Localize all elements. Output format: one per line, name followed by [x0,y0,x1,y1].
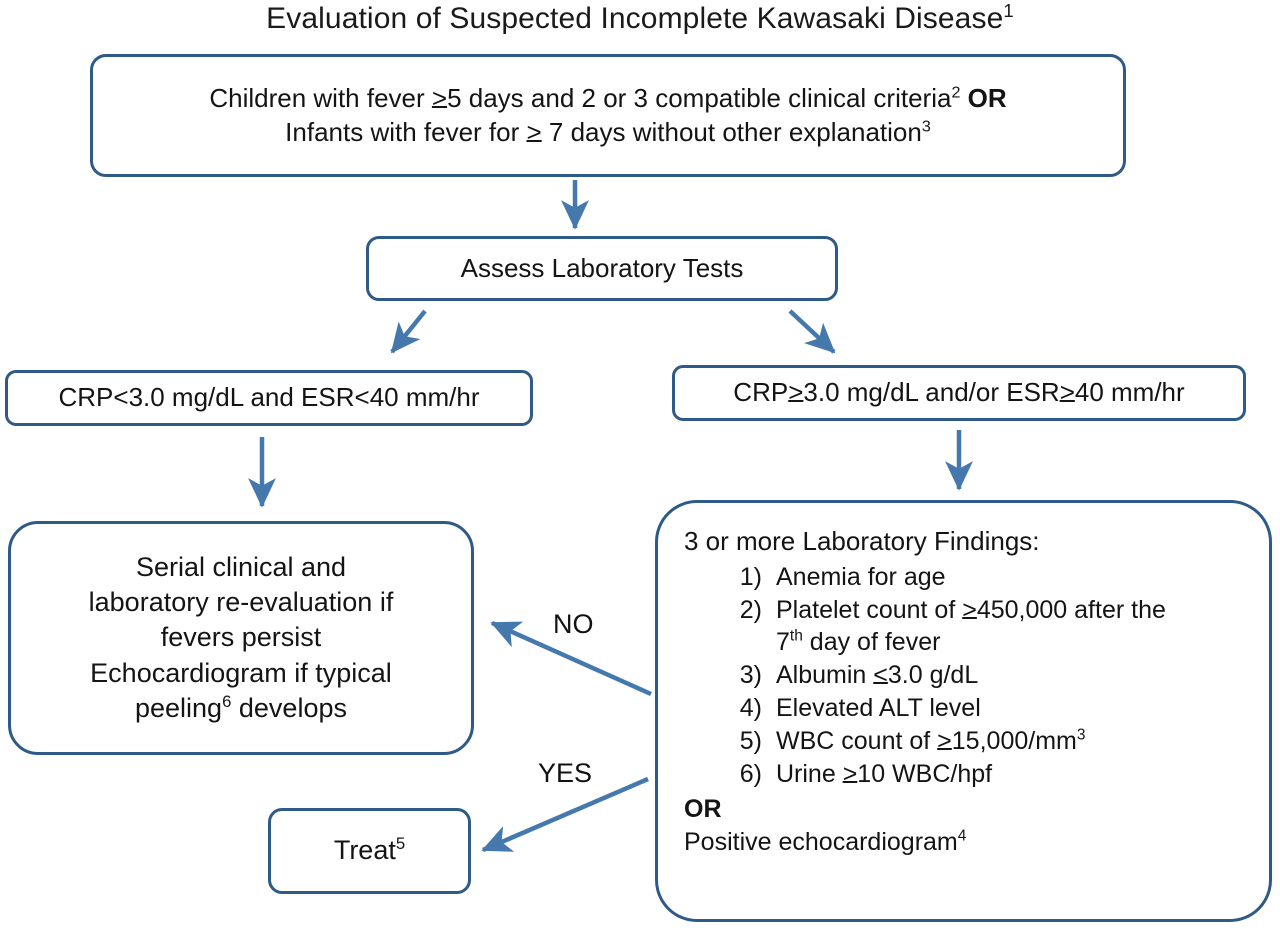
footnote-marker: 2 [951,83,961,102]
list-item-text: WBC count of [776,726,938,755]
list-item: 5) WBC count of >15,000/mm3 [718,725,1251,757]
serial-line-3: fevers persist [160,622,322,653]
edge-label-yes: YES [538,758,593,788]
serial-line-5: peeling6 develops [89,691,394,726]
page-title: Evaluation of Suspected Incomplete Kawas… [0,0,1280,36]
entry-line-2-body: 7 days without other explanation [541,116,922,147]
serial-line-2: laboratory re-evaluation if [88,587,394,618]
list-item-wrap-suffix: day of fever [802,627,941,656]
arrow-assess-to-crp-high [788,309,836,354]
entry-line-2: Infants with fever for > 7 days without … [209,116,1006,150]
list-item-number: 2) [739,595,762,624]
greater-equal-symbol: > [1059,377,1075,408]
page-title-text: Evaluation of Suspected Incomplete Kawas… [266,2,1004,35]
crp-high-prefix: CRP [733,377,789,408]
findings-heading: 3 or more Laboratory Findings: [684,526,1040,556]
node-treat-label: Treat5 [334,833,405,868]
node-crp-high[interactable]: CRP>3.0 mg/dL and/or ESR>40 mm/hr [672,365,1246,421]
greater-equal-symbol: > [937,726,952,755]
list-item: 6) Urine >10 WBC/hpf [718,758,1251,790]
findings-list: 1) Anemia for age 2) Platelet count of >45… [684,561,1251,790]
arrow-assess-to-crp-low [390,309,427,354]
footnote-marker: 5 [395,834,406,854]
footnote-marker: 6 [222,691,232,711]
list-item-text-cont: 15,000/mm [951,726,1077,755]
crp-high-middle: 3.0 mg/dL and/or ESR [803,377,1060,408]
list-item-number: 6) [739,759,762,788]
list-item-wrap-prefix: 7 [776,627,790,656]
edge-label-no: NO [553,609,594,639]
entry-or-connector: OR [967,82,1007,113]
entry-line-2-prefix: Infants with fever for [285,116,527,147]
node-assess-label: Assess Laboratory Tests [460,252,744,283]
node-treat[interactable]: Treat5 [268,808,471,894]
list-item: 2) Platelet count of >450,000 after the 7t… [718,594,1251,658]
findings-or-connector: OR [684,794,722,823]
list-item-text-cont: 450,000 after the [976,595,1166,624]
node-crp-low-label: CRP<3.0 mg/dL and ESR<40 mm/hr [58,382,480,413]
serial-line-4: Echocardiogram if typical [90,657,392,688]
node-laboratory-findings[interactable]: 3 or more Laboratory Findings: 1) Anemia … [655,500,1272,922]
list-item-text: Urine [776,759,843,788]
entry-line-1-body: 5 days and 2 or 3 compatible clinical cr… [447,82,952,113]
list-item-text: Anemia for age [776,562,946,591]
node-entry-criteria[interactable]: Children with fever >5 days and 2 or 3 c… [90,54,1126,177]
list-item-text: Elevated ALT level [776,693,981,722]
list-item-text-cont: 3.0 g/dL [887,660,979,689]
list-item-text: Platelet count of [776,595,963,624]
list-item-text: Albumin [776,660,874,689]
node-treat-text: Treat [333,835,396,866]
greater-equal-symbol: > [431,82,448,113]
footnote-marker: 3 [921,116,931,135]
findings-tail-text: Positive echocardiogram [684,828,958,857]
unit-exponent: 3 [1076,726,1086,744]
entry-line-1: Children with fever >5 days and 2 or 3 c… [209,82,1006,116]
serial-line-5-prefix: peeling [135,692,223,723]
node-entry-criteria-text: Children with fever >5 days and 2 or 3 c… [209,82,1006,150]
page-title-footnote-marker: 1 [1003,0,1014,21]
list-item-number: 4) [739,693,762,722]
list-item-number: 1) [739,562,762,591]
footnote-marker: 4 [957,827,967,845]
greater-equal-symbol: > [526,116,542,147]
node-crp-high-label: CRP>3.0 mg/dL and/or ESR>40 mm/hr [733,376,1184,410]
list-item-number: 5) [739,726,762,755]
entry-line-1-prefix: Children with fever [209,82,432,113]
greater-equal-symbol: > [842,759,858,788]
arrow-findings-to-treat-yes [481,776,649,853]
serial-line-1: Serial clinical and [135,552,347,583]
list-item: 1) Anemia for age [718,561,1251,593]
ordinal-suffix: th [789,627,803,645]
node-assess-laboratory-tests[interactable]: Assess Laboratory Tests [366,236,838,301]
list-item: 3) Albumin <3.0 g/dL [718,659,1251,691]
serial-line-5-suffix: develops [231,692,347,723]
greater-equal-symbol: > [788,377,804,408]
list-item: 4) Elevated ALT level [718,692,1251,724]
node-serial-text: Serial clinical and laboratory re-evalua… [89,550,394,725]
node-serial-reevaluation[interactable]: Serial clinical and laboratory re-evalua… [8,521,474,755]
greater-equal-symbol: > [962,595,977,624]
list-item-number: 3) [739,660,762,689]
crp-high-suffix: 40 mm/hr [1074,377,1185,408]
less-equal-symbol: < [873,660,888,689]
findings-tail: Positive echocardiogram4 [684,826,1251,859]
node-crp-low[interactable]: CRP<3.0 mg/dL and ESR<40 mm/hr [5,370,533,426]
list-item-text-cont: 10 WBC/hpf [857,759,993,788]
